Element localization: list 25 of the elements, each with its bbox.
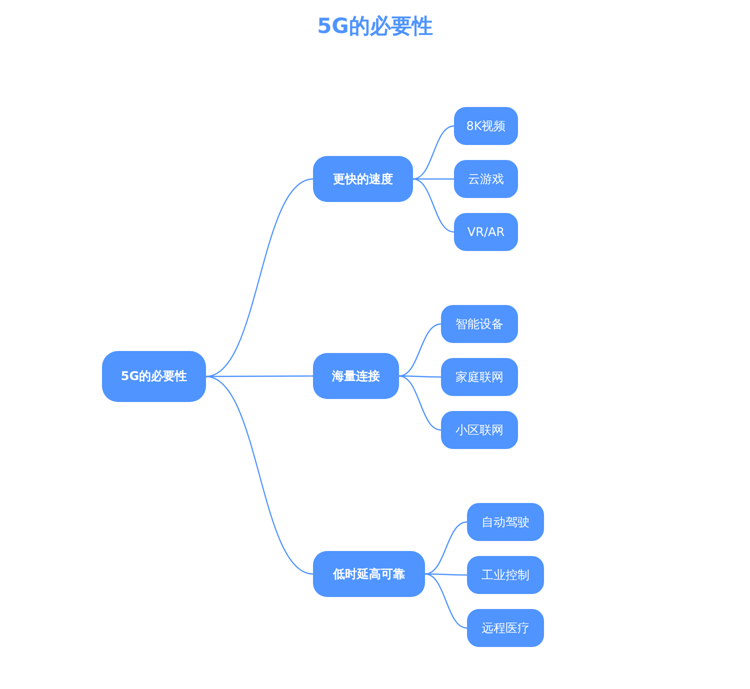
subtopic-box: 智能设备: [441, 305, 518, 343]
topic-box: 海量连接: [313, 353, 399, 399]
root-topic-box: 5G的必要性: [102, 351, 206, 402]
title: 5G的必要性: [317, 14, 433, 38]
subtopic-box: 自动驾驶: [467, 503, 544, 541]
topic-box: 低时延高可靠: [313, 551, 425, 597]
connector-line: [206, 376, 314, 575]
subtopic-box: 8K视频: [454, 107, 518, 145]
connector-line: [425, 573, 467, 576]
subtopic-box: 云游戏: [454, 160, 518, 198]
subtopic-box: 小区联网: [441, 411, 518, 449]
subtopic-box: VR/AR: [454, 213, 518, 251]
subtopic-box: 工业控制: [467, 556, 544, 594]
connector-line: [206, 178, 314, 378]
connector-line: [398, 375, 442, 431]
connector-line: [399, 375, 441, 378]
connector-line: [424, 521, 468, 575]
connector-line: [412, 125, 454, 180]
connector-line: [398, 323, 442, 377]
connector-line: [412, 178, 454, 233]
subtopic-box: 家庭联网: [441, 358, 518, 396]
topic-box: 更快的速度: [313, 156, 413, 202]
connector-line: [413, 178, 454, 180]
subtopic-box: 远程医疗: [467, 609, 544, 647]
connector-line: [424, 573, 468, 629]
